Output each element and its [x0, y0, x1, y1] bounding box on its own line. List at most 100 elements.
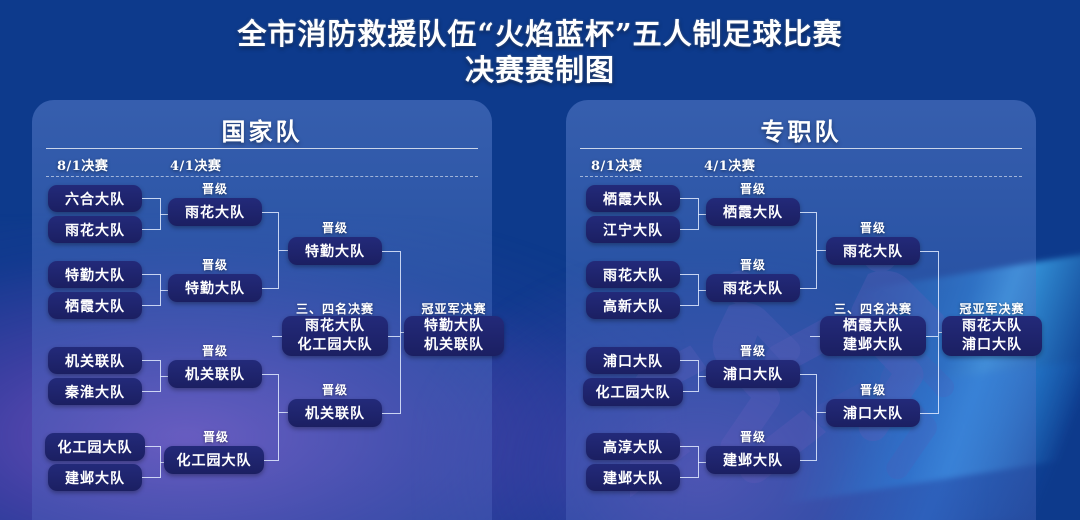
connector [160, 214, 168, 215]
connector [800, 212, 816, 213]
connector [262, 374, 278, 375]
connector [160, 290, 168, 291]
connector [698, 290, 706, 291]
team-box[interactable]: 建邺大队 [586, 464, 680, 491]
stage-label-final: 冠亚军决赛 [421, 302, 487, 316]
team-box[interactable]: 高新大队 [586, 292, 680, 319]
connector [262, 212, 278, 213]
team-box[interactable]: 机关联队 [168, 360, 262, 388]
team-box[interactable]: 江宁大队 [586, 216, 680, 243]
stage-label: 晋级 [201, 258, 228, 272]
panel-title-national: 国家队 [221, 117, 303, 146]
connector [816, 412, 826, 413]
team-box[interactable]: 六合大队 [48, 185, 142, 212]
final-box[interactable]: 特勤大队 机关联队 [404, 316, 504, 356]
round-label-quarter-professional: 4/1决赛 [704, 159, 756, 174]
connector [680, 305, 698, 306]
connector [262, 288, 278, 289]
connector [680, 446, 698, 447]
third-place-team-b: 建邺大队 [843, 337, 903, 353]
connector [800, 460, 816, 461]
team-box[interactable]: 化工园大队 [583, 378, 683, 406]
final-box[interactable]: 雨花大队 浦口大队 [942, 316, 1042, 356]
team-box[interactable]: 机关联队 [48, 347, 142, 374]
page-title: 全市消防救援队伍“火焰蓝杯”五人制足球比赛 决赛赛制图 [0, 16, 1080, 88]
final-team-a: 特勤大队 [424, 318, 484, 334]
connector [272, 336, 282, 337]
team-box[interactable]: 特勤大队 [48, 261, 142, 288]
connector [698, 462, 706, 463]
third-place-box[interactable]: 栖霞大队 建邺大队 [820, 316, 926, 356]
stage-label: 晋级 [739, 258, 766, 272]
stage-label: 晋级 [739, 182, 766, 196]
team-box[interactable]: 高淳大队 [586, 433, 680, 460]
connector [698, 214, 706, 215]
connector [680, 477, 698, 478]
connector [142, 229, 160, 230]
title-line-1: 全市消防救援队伍“火焰蓝杯”五人制足球比赛 [237, 17, 843, 51]
connector [160, 376, 168, 377]
team-box[interactable]: 建邺大队 [48, 464, 142, 491]
connector [683, 391, 698, 392]
team-box[interactable]: 特勤大队 [168, 274, 262, 302]
stage-label: 晋级 [202, 430, 229, 444]
connector [816, 374, 817, 461]
team-box[interactable]: 雨花大队 [586, 261, 680, 288]
team-box[interactable]: 雨花大队 [48, 216, 142, 243]
team-box[interactable]: 栖霞大队 [48, 292, 142, 319]
stage-label: 晋级 [859, 221, 886, 235]
connector [680, 360, 698, 361]
team-box[interactable]: 秦淮大队 [48, 378, 142, 405]
connector [142, 198, 160, 199]
team-box[interactable]: 化工园大队 [45, 433, 145, 461]
team-box[interactable]: 特勤大队 [288, 237, 382, 265]
stage-label: 晋级 [739, 344, 766, 358]
connector [680, 198, 698, 199]
connector [142, 391, 160, 392]
stage-label-final: 冠亚军决赛 [959, 302, 1025, 316]
connector [680, 229, 698, 230]
team-box[interactable]: 栖霞大队 [706, 198, 800, 226]
connector [142, 305, 160, 306]
team-box[interactable]: 机关联队 [288, 399, 382, 427]
connector [142, 360, 160, 361]
connector [142, 477, 160, 478]
panel-divider-solid [580, 148, 1022, 149]
panel-divider-dashed [46, 176, 478, 177]
stage-label: 晋级 [321, 221, 348, 235]
team-box[interactable]: 浦口大队 [586, 347, 680, 374]
team-box[interactable]: 雨花大队 [826, 237, 920, 265]
panel-divider-dashed [580, 176, 1022, 177]
title-line-2: 决赛赛制图 [464, 53, 615, 87]
team-box[interactable]: 化工园大队 [164, 446, 264, 474]
connector [264, 460, 278, 461]
connector [382, 413, 400, 414]
stage-label: 晋级 [201, 344, 228, 358]
round-label-quarter-national: 4/1决赛 [170, 159, 222, 174]
connector [278, 374, 279, 461]
team-box[interactable]: 雨花大队 [168, 198, 262, 226]
stage-label-third-place: 三、四名决赛 [295, 302, 374, 316]
connector [920, 251, 938, 252]
team-box[interactable]: 浦口大队 [706, 360, 800, 388]
round-label-eighth-national: 8/1决赛 [57, 159, 109, 174]
third-place-team-b: 化工园大队 [297, 337, 373, 353]
final-team-b: 浦口大队 [962, 337, 1022, 353]
connector [816, 250, 826, 251]
connector [388, 336, 400, 337]
stage-label: 晋级 [739, 430, 766, 444]
connector [698, 376, 706, 377]
team-box[interactable]: 浦口大队 [826, 399, 920, 427]
third-place-box[interactable]: 雨花大队 化工园大队 [282, 316, 388, 356]
connector [142, 274, 160, 275]
connector [810, 336, 820, 337]
team-box[interactable]: 栖霞大队 [586, 185, 680, 212]
panel-divider-solid [46, 148, 478, 149]
connector [145, 446, 160, 447]
team-box[interactable]: 雨花大队 [706, 274, 800, 302]
connector [382, 251, 400, 252]
round-label-eighth-professional: 8/1决赛 [591, 159, 643, 174]
team-box[interactable]: 建邺大队 [706, 446, 800, 474]
stage-label-third-place: 三、四名决赛 [833, 302, 912, 316]
